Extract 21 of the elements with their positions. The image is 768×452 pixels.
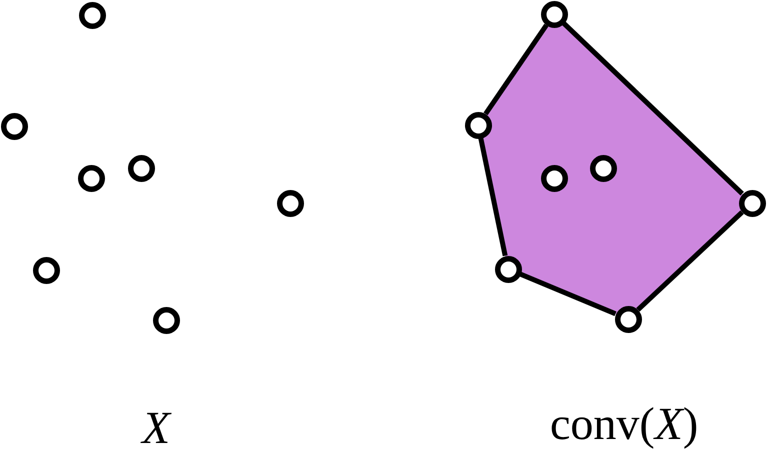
point-marker	[276, 190, 304, 216]
point-marker	[540, 164, 568, 192]
hull-edge	[562, 22, 744, 196]
point-marker	[590, 154, 616, 182]
set-label: conv(X)	[550, 401, 698, 447]
point-marker	[152, 306, 180, 334]
set-label: X	[142, 405, 170, 451]
hull-edge	[636, 210, 744, 312]
hull-edge	[484, 24, 548, 116]
point-marker	[494, 256, 522, 282]
point-marker	[78, 2, 106, 28]
point-marker	[614, 306, 642, 332]
point-marker	[464, 112, 492, 138]
point-marker	[128, 154, 154, 182]
point-marker	[540, 0, 568, 28]
point-marker	[32, 256, 60, 284]
point-marker	[78, 164, 104, 192]
hull-edge	[478, 138, 508, 256]
hull-edge	[520, 272, 616, 316]
point-marker	[738, 190, 766, 216]
point-marker	[0, 112, 28, 140]
